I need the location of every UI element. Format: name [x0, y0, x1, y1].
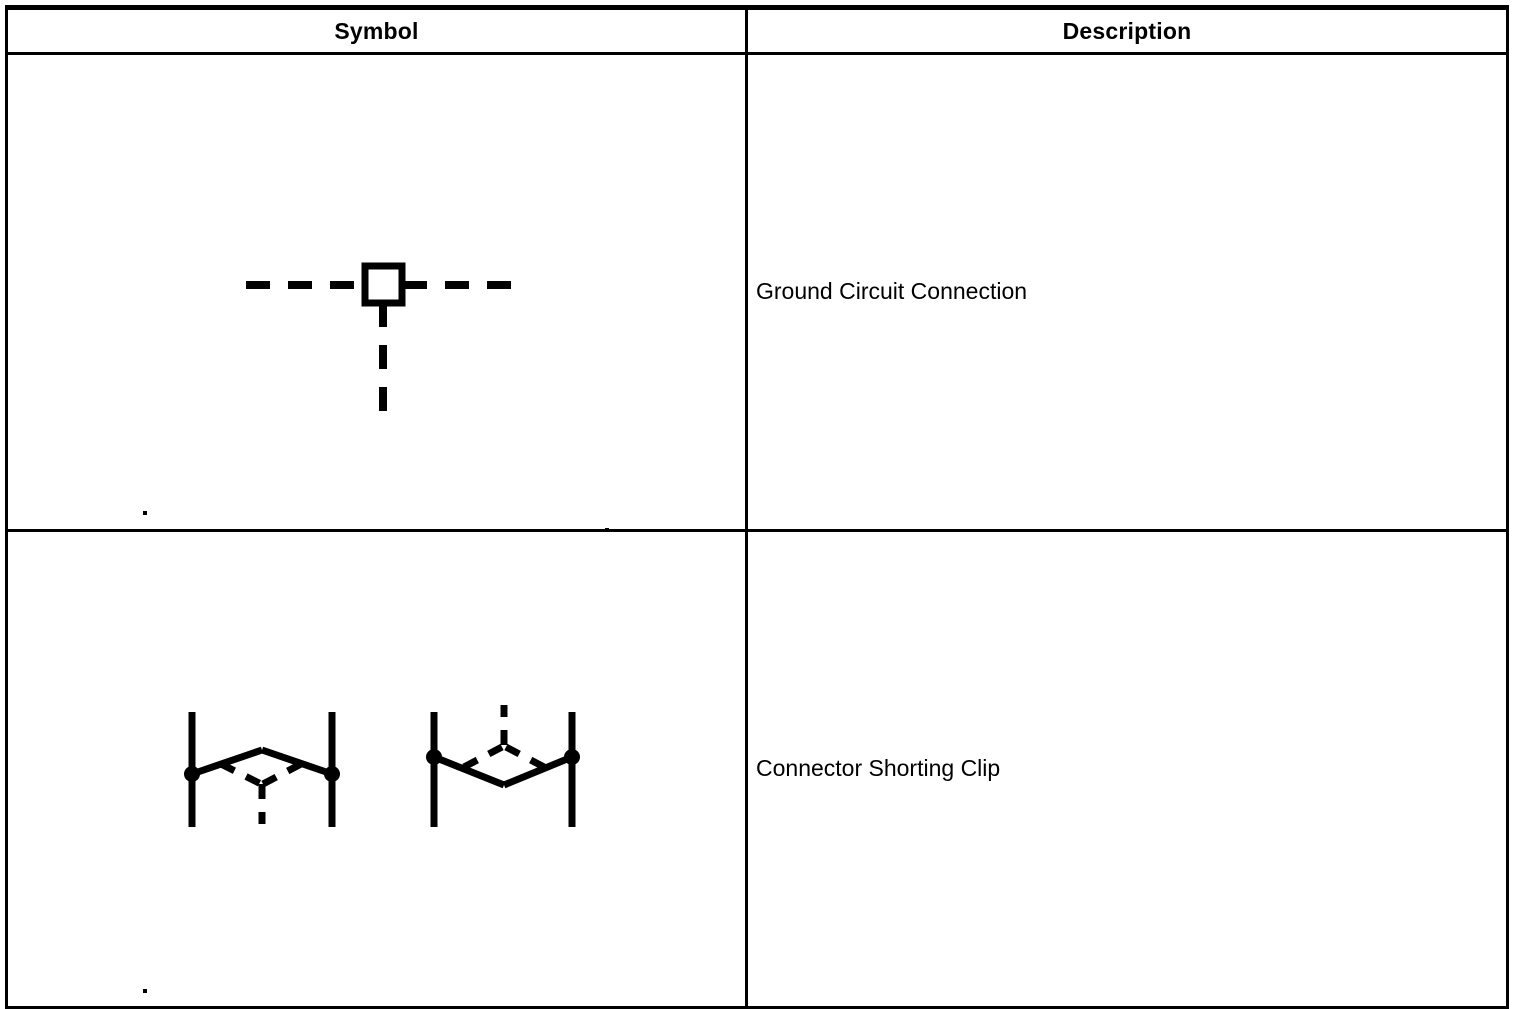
column-header-description-label: Description — [1062, 17, 1192, 44]
description-text: Connector Shorting Clip — [756, 755, 1001, 782]
terminal-dot-left — [184, 766, 200, 782]
column-header-symbol: Symbol — [5, 5, 748, 55]
solid-diagonal-lead-left — [190, 746, 264, 778]
scan-speck — [143, 511, 147, 515]
symbol-legend-table: Symbol Description — [5, 5, 1509, 1009]
column-header-symbol-label: Symbol — [334, 17, 419, 44]
table-row: Connector Shorting Clip — [5, 529, 1509, 1009]
symbol-cell-connector-shorting-clip — [5, 529, 748, 1009]
solid-diagonal-lead-right — [502, 753, 574, 789]
solid-diagonal-lead-right — [260, 746, 334, 778]
symbol-cell-ground-circuit-connection — [5, 52, 748, 532]
ground-circuit-connection-symbol — [246, 262, 518, 412]
table-header-row: Symbol Description — [5, 5, 1509, 55]
dashed-vee-branch — [219, 760, 263, 788]
clip-open-upward — [426, 705, 580, 827]
solid-diagonal-lead-left — [432, 753, 506, 789]
dashed-vee-branch — [504, 743, 546, 771]
table-row: Ground Circuit Connection — [5, 52, 1509, 532]
description-cell-ground-circuit-connection: Ground Circuit Connection — [745, 52, 1509, 532]
scan-speck — [143, 989, 147, 993]
scan-speck — [605, 528, 609, 532]
description-text: Ground Circuit Connection — [756, 278, 1028, 305]
column-header-description: Description — [745, 5, 1509, 55]
description-cell-connector-shorting-clip: Connector Shorting Clip — [745, 529, 1509, 1009]
dashed-vee-branch — [462, 743, 504, 771]
clip-open-downward — [184, 712, 340, 827]
connector-shorting-clip-symbol — [184, 705, 580, 827]
terminal-dot-right — [564, 749, 580, 765]
terminal-dot-right — [324, 766, 340, 782]
square-terminal-box — [361, 262, 406, 307]
terminal-dot-left — [426, 749, 442, 765]
dashed-vee-branch — [261, 760, 303, 788]
